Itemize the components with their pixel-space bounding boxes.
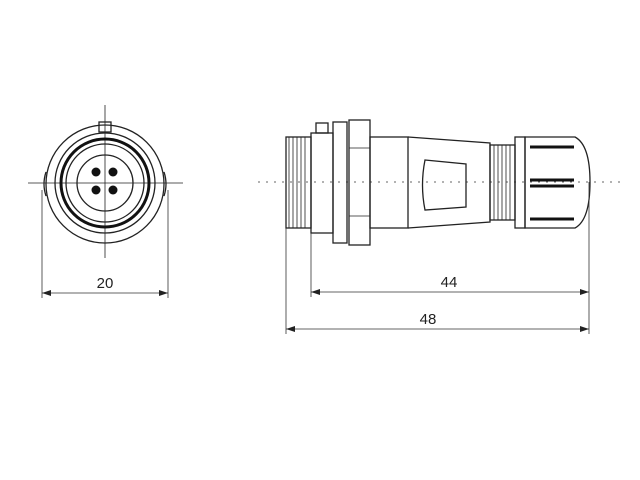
outer-ring xyxy=(45,124,165,244)
panel-nut xyxy=(348,119,371,246)
cap-nut-collar xyxy=(514,136,526,229)
sleeve-recess xyxy=(421,159,467,211)
flange xyxy=(332,121,348,244)
pin-2 xyxy=(108,167,118,177)
ring-4 xyxy=(65,143,145,223)
gland-ribs xyxy=(530,145,574,221)
pin-4 xyxy=(91,185,101,195)
dimension-body-length: 44 xyxy=(441,274,458,291)
thread-lines xyxy=(288,137,306,228)
insert-face xyxy=(76,154,134,212)
key-tab xyxy=(98,121,112,133)
pin-3 xyxy=(108,185,118,195)
side-view: 44 48 xyxy=(258,119,620,334)
ring-3 xyxy=(59,137,151,229)
pin-1 xyxy=(91,167,101,177)
body xyxy=(369,136,409,229)
flange-body xyxy=(310,132,334,234)
flange-key xyxy=(315,122,329,134)
dimension-width: 20 xyxy=(97,275,114,292)
tapered-sleeve xyxy=(407,136,491,229)
dimension-overall-length: 48 xyxy=(420,311,437,328)
side-flats xyxy=(43,171,167,197)
front-thread xyxy=(285,136,312,229)
ring-2 xyxy=(54,132,156,234)
cable-gland-nut xyxy=(524,136,591,229)
front-view: 20 xyxy=(28,105,183,298)
